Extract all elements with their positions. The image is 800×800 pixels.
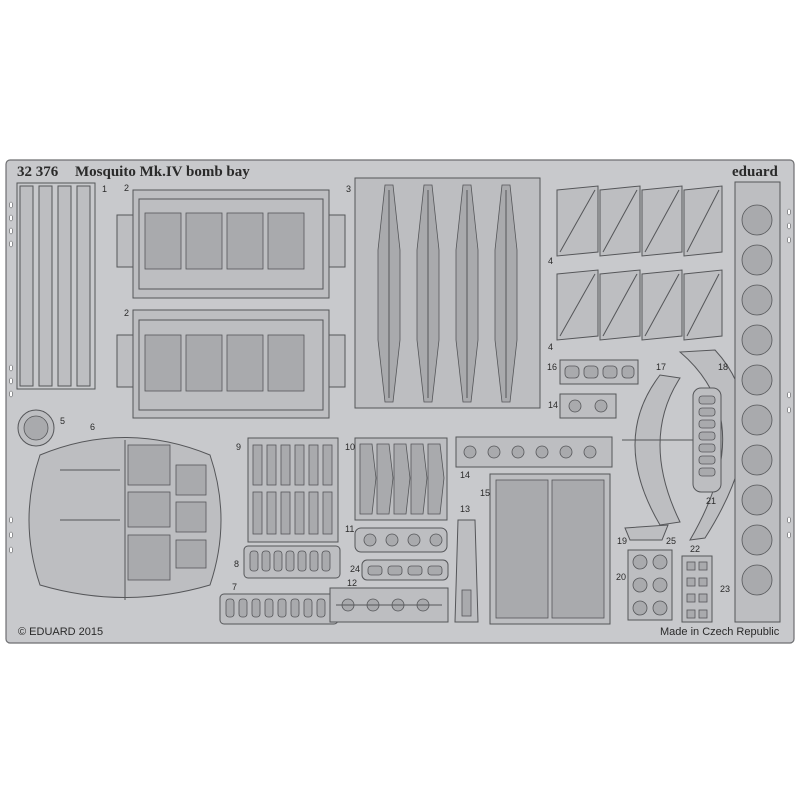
part-label-14b: 14	[460, 470, 470, 480]
part-label-2b: 2	[124, 308, 129, 318]
part-22-strip	[681, 555, 713, 623]
part-label-18: 18	[718, 362, 728, 372]
part-16-clips	[559, 359, 639, 385]
origin-text: Made in Czech Republic	[660, 626, 780, 638]
brand-logo: eduard	[732, 164, 779, 180]
part-label-12: 12	[347, 578, 357, 588]
part-label-13: 13	[460, 504, 470, 514]
copyright-text: © EDUARD 2015	[18, 626, 103, 638]
part-label-14a: 14	[548, 400, 558, 410]
part-label-7: 7	[232, 582, 237, 592]
part-12-strip	[329, 587, 449, 623]
part-3-bomb-rails	[354, 177, 541, 409]
part-label-5: 5	[60, 416, 65, 426]
part-4-lower-frames	[556, 269, 723, 341]
part-label-2a: 2	[124, 183, 129, 193]
part-label-17: 17	[656, 362, 666, 372]
part-label-23: 23	[720, 584, 730, 594]
part-21-latches	[692, 387, 722, 493]
sheet-title: Mosquito Mk.IV bomb bay	[75, 164, 250, 180]
part-label-25: 25	[666, 536, 676, 546]
part-label-19: 19	[617, 536, 627, 546]
part-label-9: 9	[236, 442, 241, 452]
part-label-4a: 4	[548, 256, 553, 266]
part-label-1: 1	[102, 184, 107, 194]
part-label-24: 24	[350, 564, 360, 574]
part-10-plates	[354, 437, 448, 521]
part-2-upper-panel	[116, 189, 346, 299]
part-23-rings	[734, 181, 781, 623]
part-label-16: 16	[547, 362, 557, 372]
part-8-brackets	[243, 545, 341, 579]
part-1-strips	[16, 182, 96, 390]
part-24-strip	[361, 559, 449, 581]
part-label-6: 6	[90, 422, 95, 432]
part-15-doors	[489, 473, 611, 625]
part-label-4b: 4	[548, 342, 553, 352]
part-7-brackets	[219, 593, 339, 625]
part-6-bulkhead	[28, 437, 222, 600]
part-4-upper-frames	[556, 185, 723, 257]
part-label-21: 21	[706, 496, 716, 506]
part-label-11: 11	[345, 524, 354, 534]
left-edge-holes	[9, 201, 13, 554]
part-14-row	[455, 436, 613, 468]
part-11-fittings	[354, 527, 448, 553]
right-edge-holes	[787, 208, 791, 539]
part-20-discs	[627, 549, 673, 621]
part-19-25-bracket	[624, 524, 669, 541]
part-label-22: 22	[690, 544, 700, 554]
part-2-lower-panel	[116, 309, 346, 419]
part-label-20: 20	[616, 572, 626, 582]
part-label-10: 10	[345, 442, 355, 452]
part-17-curved-panel	[622, 349, 746, 541]
part-14-small	[559, 393, 617, 419]
part-label-8: 8	[234, 559, 239, 569]
catalog-number: 32 376	[17, 164, 59, 180]
part-label-15: 15	[480, 488, 490, 498]
part-9-clamps	[247, 437, 339, 543]
part-13-rod	[454, 519, 479, 623]
part-label-3: 3	[346, 184, 351, 194]
